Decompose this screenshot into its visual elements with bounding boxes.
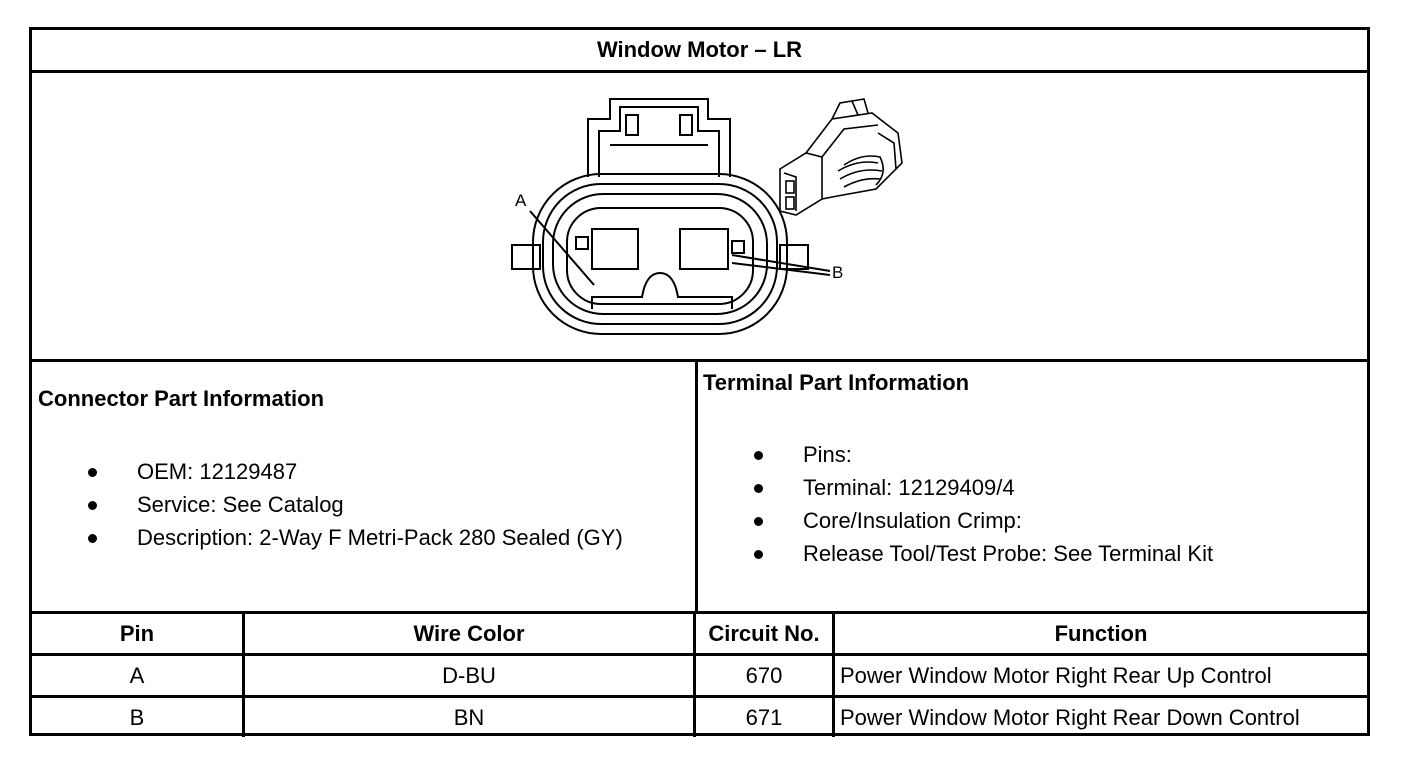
- bullet-icon: [754, 517, 763, 526]
- cell-wire-color: BN: [245, 698, 696, 737]
- cell-function: Power Window Motor Right Rear Up Control: [840, 662, 1272, 688]
- latch-slot-left: [625, 114, 639, 136]
- table-row: B BN 671 Power Window Motor Right Rear D…: [32, 698, 1367, 737]
- ear-right: [779, 244, 809, 270]
- bullet-icon: [88, 501, 97, 510]
- connector-face-view: [511, 98, 903, 335]
- connector-info-sheet: Window Motor – LR: [29, 27, 1370, 737]
- latch-outline: [587, 98, 731, 177]
- cavity-a: [591, 228, 639, 270]
- header-pin: Pin: [32, 614, 245, 653]
- connector-info-heading: Connector Part Information: [38, 386, 325, 411]
- bullet-icon: [754, 451, 763, 460]
- callout-line-b: [731, 254, 831, 272]
- latch-inner-outline: [598, 106, 720, 177]
- bullet-icon: [754, 484, 763, 493]
- connector-part-info: Connector Part Information OEM: 12129487…: [32, 362, 698, 614]
- cavity-b: [679, 228, 729, 270]
- bullet-icon: [88, 468, 97, 477]
- pin-b-label: B: [832, 263, 844, 282]
- callout-line-b2: [731, 262, 831, 276]
- latch-slot-right: [679, 114, 693, 136]
- bullet-icon: [88, 534, 97, 543]
- cell-pin: A: [32, 656, 245, 695]
- cell-function: Power Window Motor Right Rear Down Contr…: [840, 704, 1300, 730]
- ear-left: [511, 244, 541, 270]
- keyway: [591, 271, 733, 309]
- header-function: Function: [1054, 620, 1148, 646]
- cavity-a-tab: [575, 236, 589, 250]
- cell-wire-color: D-BU: [245, 656, 696, 695]
- cell-circuit-no: 671: [696, 698, 835, 737]
- terminal-info-heading: Terminal Part Information: [703, 370, 970, 395]
- header-circuit-no: Circuit No.: [696, 614, 835, 653]
- cavity-b-tab: [731, 240, 745, 254]
- housing-mid: [542, 183, 778, 325]
- callout-line-a: [529, 210, 595, 286]
- title-text: Window Motor – LR: [596, 37, 803, 62]
- bullet-icon: [754, 550, 763, 559]
- sheet-title: Window Motor – LR: [32, 30, 1367, 73]
- header-wire-color: Wire Color: [245, 614, 696, 653]
- housing-inner: [552, 193, 768, 315]
- pin-a-label: A: [515, 191, 527, 210]
- cell-circuit-no: 670: [696, 656, 835, 695]
- table-header-row: Pin Wire Color Circuit No. Function: [32, 614, 1367, 656]
- housing-outer: [532, 173, 788, 335]
- cavity-wall: [566, 207, 754, 305]
- terminal-part-info: Terminal Part Information Pins: Terminal…: [698, 362, 1367, 614]
- cell-pin: B: [32, 698, 245, 737]
- connector-illustration-panel: A B: [32, 73, 1367, 362]
- table-row: A D-BU 670 Power Window Motor Right Rear…: [32, 656, 1367, 698]
- connector-isometric-icon: [779, 98, 903, 216]
